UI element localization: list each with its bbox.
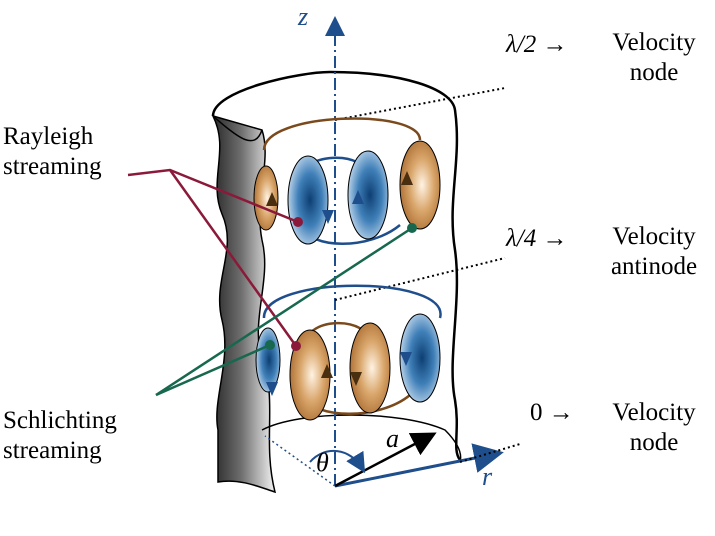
bottom-position-label: 0 →: [530, 398, 574, 428]
upper-rayleigh-loop: [262, 117, 422, 151]
lower-arrow-1: [321, 364, 333, 378]
top-velocity-label: Velocity node: [598, 28, 710, 88]
cylinder-front-edge: [212, 115, 263, 142]
bottom-position-value: 0: [530, 399, 543, 426]
bottom-node-leader: [459, 443, 521, 463]
top-position-label: λ/2 →: [506, 30, 568, 60]
rayleigh-line1: Rayleigh: [3, 123, 94, 150]
rayleigh-streaming-label: Rayleigh streaming: [3, 122, 102, 182]
mid-position-value: λ/4: [506, 225, 537, 252]
rayleigh-line2: streaming: [3, 153, 102, 180]
lower-blue-vortex: [399, 313, 441, 403]
schlichting-dot-upper: [407, 223, 417, 233]
schlichting-pointer-upper: [155, 226, 413, 397]
lower-arrow-3: [400, 352, 412, 366]
mid-arrow: →: [542, 225, 568, 252]
upper-blue-vortex-2: [347, 150, 389, 240]
upper-brown-vortex: [399, 140, 441, 230]
radius-label: a: [386, 424, 399, 453]
upper-arrow-1: [322, 210, 334, 224]
cylinder-bottom-arc: [261, 414, 462, 463]
bottom-arrow: →: [548, 399, 574, 426]
upper-arrow-4: [266, 192, 278, 206]
schlichting-line2: streaming: [3, 437, 102, 464]
lower-schlichting-loop: [262, 284, 442, 319]
r-axis: [334, 443, 504, 488]
bottom-word1: Velocity: [612, 399, 696, 426]
antinode-leader: [334, 257, 506, 301]
theta-label: θ: [316, 448, 329, 477]
top-word2: node: [629, 59, 679, 86]
z-axis-label: z: [298, 2, 309, 31]
rayleigh-dot-lower: [291, 341, 301, 351]
lower-arrow-2: [350, 372, 362, 386]
upper-arrow-3: [401, 171, 413, 185]
schlichting-streaming-label: Schlichting streaming: [3, 406, 117, 466]
mid-word2: antinode: [610, 253, 698, 280]
top-position-value: λ/2: [506, 31, 537, 58]
theta-reference-line: [264, 435, 336, 487]
upper-left-brown-vortex: [253, 165, 279, 231]
bottom-velocity-label: Velocity node: [598, 398, 710, 458]
mid-velocity-label: Velocity antinode: [598, 222, 710, 282]
schlichting-dot-lower: [265, 340, 275, 350]
radius-arrow: [334, 432, 437, 488]
top-node-leader: [334, 87, 506, 121]
lower-brown-vortex-2: [349, 322, 391, 414]
mid-word1: Velocity: [612, 223, 696, 250]
top-arrow: →: [542, 31, 568, 58]
upper-arrow-2: [352, 190, 364, 204]
mid-position-label: λ/4 →: [506, 224, 568, 254]
rayleigh-dot-upper: [293, 217, 303, 227]
lower-arrow-4: [266, 382, 278, 396]
top-word1: Velocity: [612, 29, 696, 56]
upper-blue-vortex-1: [287, 155, 329, 245]
r-axis-label: r: [482, 462, 493, 491]
schlichting-pointer-lower: [155, 343, 271, 397]
schlichting-line1: Schlichting: [3, 407, 117, 434]
theta-arc: [309, 449, 366, 474]
cylinder-outline: [211, 70, 462, 461]
bottom-word2: node: [629, 429, 679, 456]
